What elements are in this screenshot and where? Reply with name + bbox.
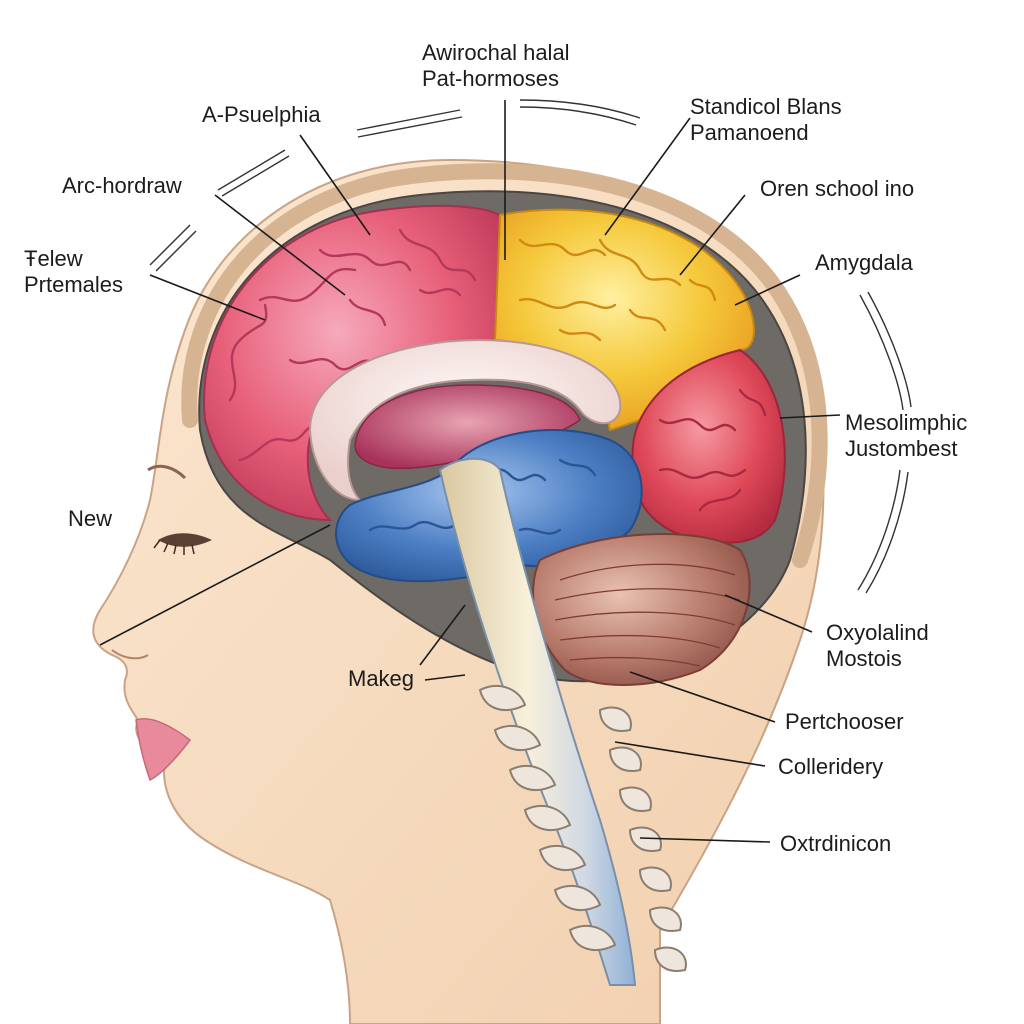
vertebral-column [478, 685, 687, 972]
label-mesolimphic-line1: Mesolimphic [845, 410, 968, 435]
lateral-ventricle [354, 384, 581, 470]
label-oxtrdinicon: Oxtrdinicon [780, 831, 891, 857]
label-new-text: New [68, 506, 113, 531]
label-top-center-line2: Pat‐hormoses [422, 66, 559, 91]
corpus-callosum [308, 338, 622, 502]
label-celew-line1: Ŧelew [24, 246, 83, 271]
label-colleridery-text: Colleridery [778, 754, 884, 779]
leader-lines [99, 100, 841, 843]
label-top-right-line2: Pamanoend [690, 120, 809, 145]
label-celew-line2: Prtemales [24, 272, 124, 297]
occipital-gyri [658, 388, 767, 512]
label-a-psuelphia-text: A-Psuelphia [202, 102, 321, 127]
nostril [111, 649, 149, 660]
eyelashes [153, 539, 195, 555]
lips [135, 718, 192, 782]
label-makeg-text: Makeg [348, 666, 415, 691]
label-celew: Ŧelew Prtemales [24, 246, 123, 298]
label-amygdala: Amygdala [815, 250, 913, 276]
eyebrow [147, 464, 187, 480]
label-oxtrdinicon-text: Oxtrdinicon [780, 831, 892, 856]
label-mesolimphic: Mesolimphic Justombest [845, 410, 967, 462]
spinal-cord [438, 457, 637, 986]
label-colleridery: Colleridery [778, 754, 883, 780]
cerebellum-folia [554, 563, 741, 667]
label-makeg: Makeg [348, 666, 414, 692]
label-oxyolalind: Oxyolalind Mostois [826, 620, 929, 672]
label-top-right: Standicol Blans Pamanoend [690, 94, 842, 146]
label-oren-school-text: Oren school ino [760, 176, 915, 201]
label-oren-school: Oren school ino [760, 176, 914, 202]
label-new: New [68, 506, 112, 532]
label-oxyolalind-line1: Oxyolalind [826, 620, 929, 645]
label-arc-hordraw: Arc‐hordraw [62, 173, 182, 199]
label-top-center: Awirochal halal Pat‐hormoses [422, 40, 570, 92]
label-amygdala-text: Amygdala [815, 250, 913, 275]
label-a-psuelphia: A-Psuelphia [202, 102, 321, 128]
skull-outline [181, 163, 828, 568]
label-mesolimphic-line2: Justombest [845, 436, 958, 461]
label-pertchooser: Pertchooser [785, 709, 904, 735]
label-pertchooser-text: Pertchooser [785, 709, 904, 734]
parietal-gyri [518, 238, 717, 342]
label-top-right-line1: Standicol Blans [690, 94, 842, 119]
frontal-gyri [228, 228, 477, 462]
decorative-arcs [149, 99, 912, 594]
eye [158, 533, 212, 547]
label-oxyolalind-line2: Mostois [826, 646, 902, 671]
label-arc-hordraw-text: Arc‐hordraw [62, 173, 182, 198]
label-top-center-line1: Awirochal halal [422, 40, 570, 65]
